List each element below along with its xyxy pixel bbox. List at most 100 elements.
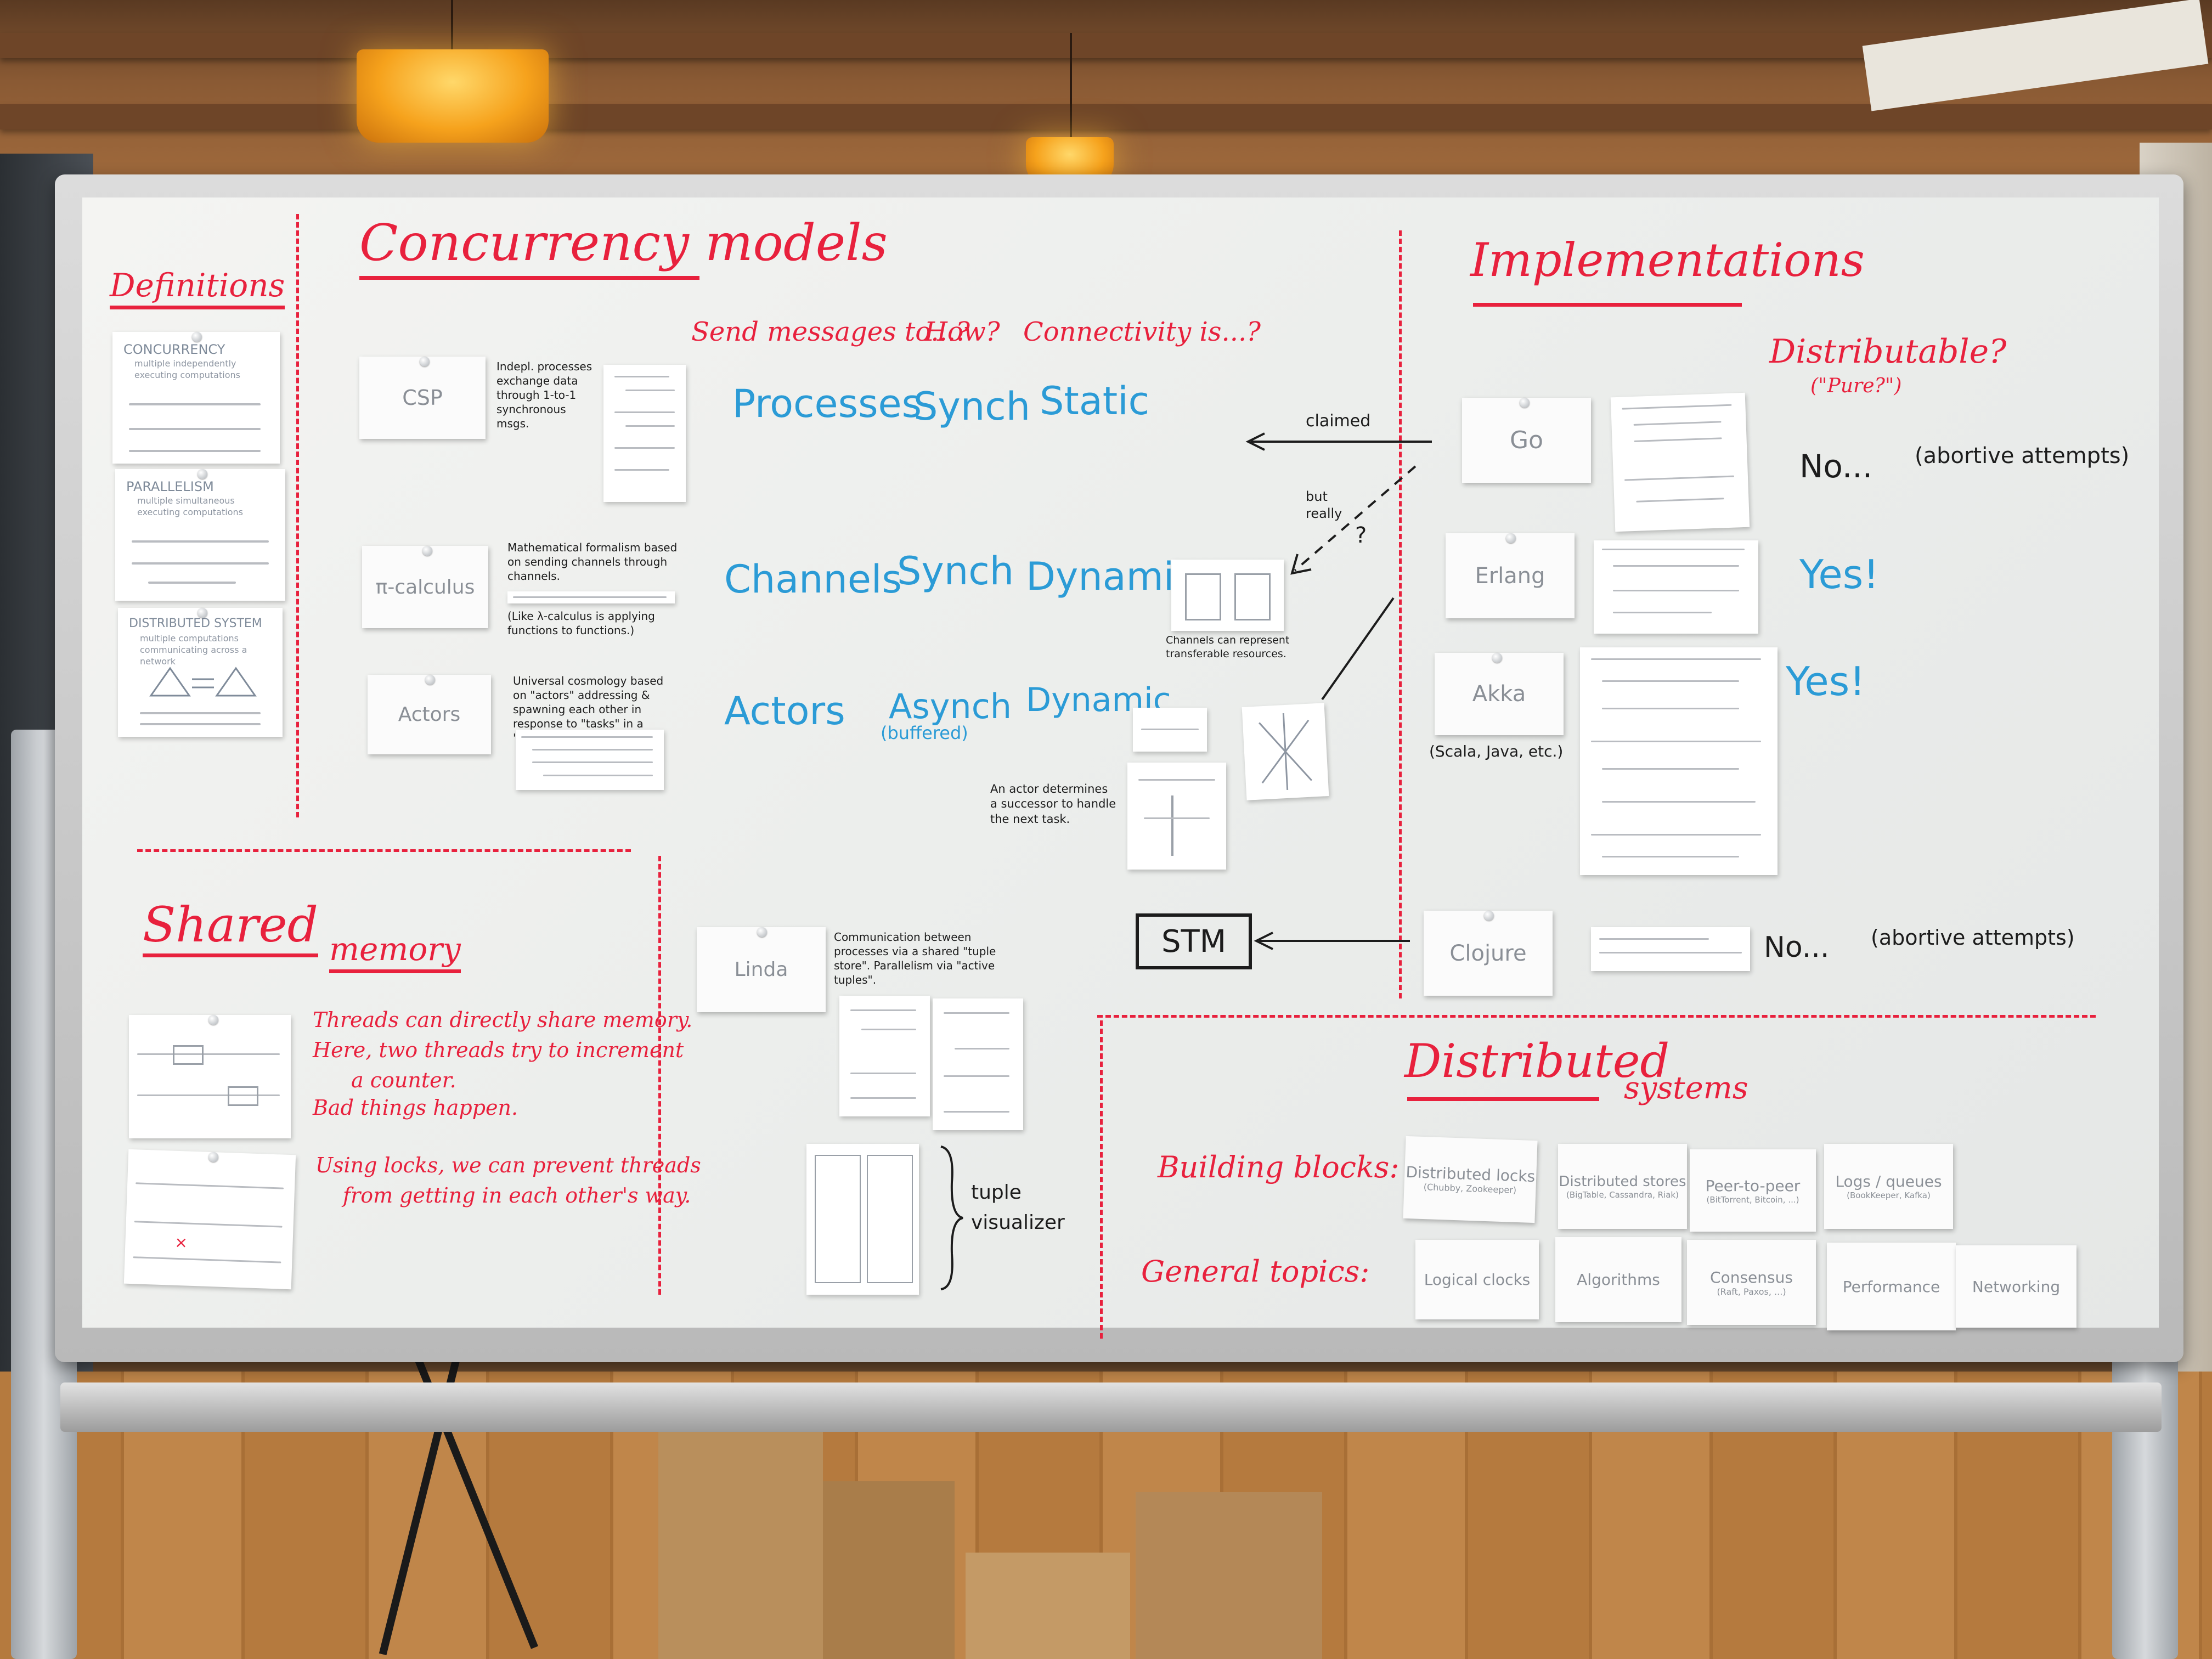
definition-title: PARALLELISM [126, 479, 214, 494]
impl-answer-akka: Yes! [1786, 658, 1866, 704]
systems-heading: systems [1624, 1070, 1748, 1106]
stm-arrow [1254, 932, 1410, 950]
marker-tray [60, 1383, 2162, 1432]
linda-note: Communication between processes via a sh… [834, 930, 996, 986]
distributable-header: Distributable? [1769, 332, 2007, 371]
impl-answer-clojure: No... [1764, 931, 1830, 964]
model-conn-csp: Static [1040, 379, 1150, 424]
push-pin [198, 469, 207, 479]
tuple-visualizer-screenshot [806, 1144, 919, 1295]
shared-heading: Shared [143, 899, 318, 958]
model-note-csp: Indepl. processes exchange data through … [496, 360, 592, 430]
definition-card-parallelism: PARALLELISM multiple simultaneous execut… [115, 469, 285, 601]
impl-card-go: Go [1462, 398, 1591, 483]
actor-succession-sketch [1127, 763, 1226, 870]
topic-card-clocks: Logical clocks [1415, 1240, 1539, 1319]
heading-underline [1473, 303, 1742, 307]
actor-sketch [1133, 708, 1207, 752]
card-title: Performance [1842, 1277, 1940, 1296]
claimed-label: claimed [1306, 411, 1371, 431]
heading-underline [359, 276, 699, 280]
definition-note: multiple simultaneous executing computat… [137, 495, 243, 517]
cardboard-box [966, 1553, 1130, 1659]
push-pin [420, 357, 430, 366]
model-note-pi-2: (Like λ-calculus is applying functions t… [507, 610, 655, 637]
model-target-csp: Processes [732, 381, 922, 426]
lamp-cord [451, 0, 453, 55]
block-card-p2p: Peer-to-peer (BitTorrent, Bitcoin, ...) [1690, 1149, 1816, 1232]
code-printout [1591, 927, 1750, 971]
card-title: Logical clocks [1424, 1271, 1531, 1289]
push-pin [1520, 398, 1530, 408]
concurrency-models-heading: Concurrency models [359, 213, 888, 272]
model-how-actors: Asynch [889, 686, 1012, 726]
code-printout [1594, 540, 1758, 634]
lamp-cord [1070, 33, 1072, 143]
card-title: Algorithms [1577, 1271, 1660, 1289]
push-pin [422, 546, 432, 556]
channels-note: Channels can represent transferable reso… [1166, 634, 1290, 660]
code-strip [507, 591, 675, 603]
card-title: Consensus [1710, 1268, 1793, 1286]
code-printout [933, 998, 1023, 1130]
header-how: How? [924, 317, 1000, 347]
code-printout [1580, 647, 1778, 875]
cardboard-box [823, 1481, 955, 1659]
model-conn-pi: Dynamic [1026, 554, 1195, 599]
card-sub: (BitTorrent, Bitcoin, ...) [1706, 1194, 1799, 1205]
card-sub: (BigTable, Cassandra, Riak) [1566, 1189, 1679, 1200]
divider-line [1100, 1020, 1103, 1339]
divider-line [137, 849, 631, 852]
model-card-actors: Actors [368, 675, 491, 754]
definition-title: DISTRIBUTED SYSTEM [129, 617, 262, 630]
visualizer-label: visualizer [971, 1211, 1065, 1234]
impl-sub-akka: (Scala, Java, etc.) [1429, 742, 1564, 760]
block-card-stores: Distributed stores (BigTable, Cassandra,… [1558, 1144, 1687, 1229]
definitions-heading: Definitions [110, 269, 285, 309]
model-target-pi: Channels [724, 557, 902, 602]
arrows-layer [1245, 432, 1432, 701]
tuple-label: tuple [971, 1181, 1022, 1204]
impl-extra-go: (abortive attempts) [1915, 443, 2130, 469]
heading-underline [1407, 1097, 1599, 1101]
shared-text-3: a counter. [351, 1068, 456, 1092]
race-diagram [129, 1015, 291, 1138]
distributable-sub: ("Pure?") [1810, 375, 1902, 397]
impl-card-erlang: Erlang [1446, 533, 1575, 618]
card-title: Peer-to-peer [1705, 1176, 1801, 1195]
triangle-diagram [149, 667, 257, 697]
model-how-pi: Synch [897, 549, 1014, 594]
header-connectivity: Connectivity is...? [1023, 317, 1261, 347]
code-printout [516, 730, 664, 790]
code-printout [603, 365, 686, 502]
push-pin [208, 1152, 218, 1162]
card-sub: (BookKeeper, Kafka) [1847, 1190, 1931, 1200]
definition-note: multiple computations communicating acro… [140, 633, 247, 667]
implementations-heading: Implementations [1470, 233, 1865, 287]
model-card-linda: Linda [697, 927, 826, 1012]
definition-title: CONCURRENCY [123, 342, 225, 357]
push-pin [757, 927, 767, 937]
model-note-pi: Mathematical formalism based on sending … [507, 541, 678, 583]
stm-box: STM [1136, 913, 1252, 969]
actor-note: An actor determines a successor to handl… [990, 782, 1116, 826]
card-sub: (Raft, Paxos, ...) [1717, 1286, 1786, 1297]
impl-card-clojure: Clojure [1424, 911, 1553, 996]
shared-text-2: Here, two threads try to increment [313, 1038, 684, 1062]
code-printout [1610, 392, 1750, 532]
model-note-actors: Universal cosmology based on "actors" ad… [513, 674, 664, 744]
general-topics-label: General topics: [1141, 1254, 1370, 1289]
pendant-lamp [357, 49, 549, 143]
but-really-label: but really [1306, 489, 1342, 522]
push-pin [1484, 911, 1494, 921]
push-pin [208, 1015, 218, 1025]
model-how-csp: Synch [913, 384, 1031, 429]
cardboard-box [1136, 1492, 1322, 1659]
header-send: Send messages to...? [691, 317, 970, 347]
distributed-heading: Distributed [1404, 1034, 1670, 1088]
channel-sketch [1171, 560, 1284, 631]
block-card-logs: Logs / queues (BookKeeper, Kafka) [1824, 1144, 1953, 1229]
push-pin [425, 675, 435, 685]
cardboard-box [658, 1432, 823, 1659]
card-title: Networking [1972, 1277, 2061, 1296]
